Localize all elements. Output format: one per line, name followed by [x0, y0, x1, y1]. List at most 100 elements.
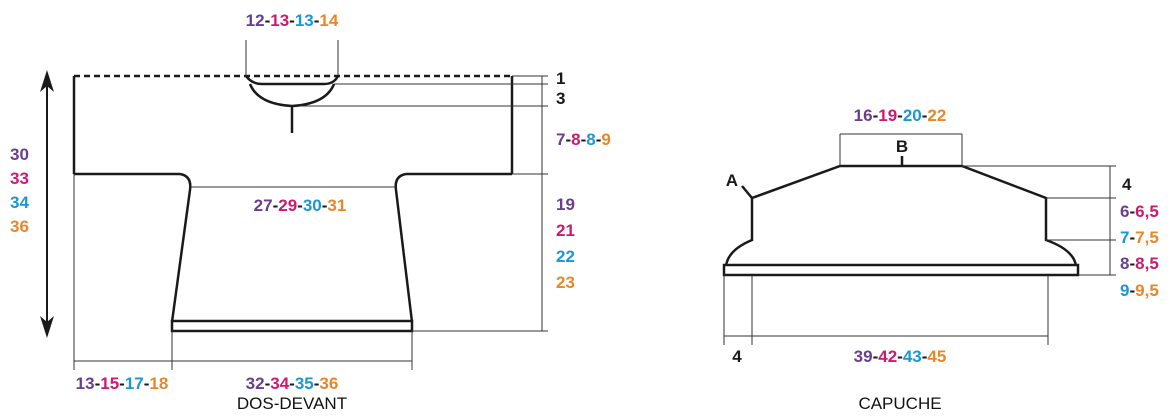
- hem-width-label-value: 36: [319, 374, 338, 393]
- total-length-label-value: 33: [10, 169, 29, 188]
- height-3-label-value: 7: [1120, 228, 1129, 247]
- body-height-label-value: 23: [556, 273, 575, 292]
- height-2-label: 6-6,5: [1120, 202, 1159, 221]
- capuche-guides: [723, 133, 1116, 345]
- bottom-width-label-value: 45: [927, 347, 946, 366]
- separator-dash: -: [897, 106, 903, 125]
- separator-dash: -: [922, 347, 928, 366]
- arrow-down-icon: [40, 316, 54, 338]
- body-height-label-value: 19: [556, 195, 575, 214]
- separator-dash: -: [297, 196, 303, 215]
- neck-width-label-value: 13: [270, 11, 289, 30]
- dos-devant-labels: 12-13-13-1427-29-30-3132-34-35-3613-15-1…: [10, 11, 611, 393]
- body-right-side: [394, 172, 414, 323]
- neck-width-label-value: 13: [295, 11, 314, 30]
- height-4-label-value: 8,5: [1135, 254, 1159, 273]
- armhole-height-label-value: 7: [556, 130, 565, 149]
- armhole-height-label-value: 8: [571, 130, 580, 149]
- separator-dash: -: [1129, 254, 1135, 273]
- top-width-label-value: 22: [927, 106, 946, 125]
- bottom-width-label: 39-42-43-45: [854, 347, 947, 366]
- height-5-label-value: 9: [1120, 281, 1129, 300]
- hem-band: [170, 319, 414, 333]
- separator-dash: -: [873, 347, 879, 366]
- neck-drop-front-label: 1: [556, 69, 565, 88]
- separator-dash: -: [565, 130, 571, 149]
- sleeve-width-label-value: 18: [149, 374, 168, 393]
- height-5-label-value: 9,5: [1135, 281, 1159, 300]
- arrow-up-icon: [40, 70, 54, 92]
- separator-dash: -: [581, 130, 587, 149]
- label-a: A: [726, 171, 738, 190]
- capuche-caption: CAPUCHE: [858, 394, 941, 413]
- dos-devant-schematic: [72, 74, 514, 333]
- height-4-label-value: 8: [1120, 254, 1129, 273]
- hem-width-label-value: 35: [295, 374, 314, 393]
- separator-dash: -: [289, 374, 295, 393]
- armhole-height-label-value: 8: [586, 130, 595, 149]
- armhole-height-label: 7-8-8-9: [556, 130, 611, 149]
- separator-dash: -: [596, 130, 602, 149]
- height-2-label-value: 6: [1120, 202, 1129, 221]
- dos-devant-guides: [46, 40, 548, 370]
- separator-dash: -: [95, 374, 101, 393]
- height-3-label-value: 7,5: [1135, 228, 1159, 247]
- separator-dash: -: [897, 347, 903, 366]
- neck-width-label-value: 12: [246, 11, 265, 30]
- armhole-height-label-value: 9: [601, 130, 610, 149]
- sleeve-width-label: 13-15-17-18: [76, 374, 169, 393]
- neck-drop-back-label: 3: [556, 89, 565, 108]
- hood-band: [722, 263, 1080, 277]
- hem-width-label-value: 32: [246, 374, 265, 393]
- separator-dash: -: [265, 374, 271, 393]
- total-length-label-value: 34: [10, 193, 29, 212]
- chest-width-label-value: 27: [254, 196, 273, 215]
- bottom-width-label-value: 42: [878, 347, 897, 366]
- separator-dash: -: [922, 106, 928, 125]
- separator-dash: -: [273, 196, 279, 215]
- body-height-label-value: 21: [556, 221, 575, 240]
- separator-dash: -: [314, 374, 320, 393]
- neck-width-label: 12-13-13-14: [246, 11, 339, 30]
- hem-width-label-value: 34: [270, 374, 289, 393]
- separator-dash: -: [314, 11, 320, 30]
- separator-dash: -: [1129, 281, 1135, 300]
- chest-width-label: 27-29-30-31: [254, 196, 347, 215]
- top-width-label-value: 20: [903, 106, 922, 125]
- top-width-label-value: 16: [854, 106, 873, 125]
- separator-dash: -: [144, 374, 150, 393]
- top-width-label-value: 19: [878, 106, 897, 125]
- point-a-tick: [741, 185, 753, 199]
- sleeve-width-label-value: 17: [125, 374, 144, 393]
- neckline-back: [248, 83, 336, 108]
- sleeve-width-label-value: 15: [100, 374, 119, 393]
- separator-dash: -: [1129, 228, 1135, 247]
- body-height-label-value: 22: [556, 247, 575, 266]
- chest-width-label-value: 30: [303, 196, 322, 215]
- height-top-label: 4: [1122, 175, 1132, 194]
- top-width-label: 16-19-20-22: [854, 106, 947, 125]
- height-2-label-value: 6,5: [1135, 202, 1159, 221]
- chest-width-label-value: 29: [278, 196, 297, 215]
- hem-width-label: 32-34-35-36: [246, 374, 339, 393]
- bottom-width-label-value: 39: [854, 347, 873, 366]
- hood-outline: [724, 164, 1078, 267]
- separator-dash: -: [1129, 202, 1135, 221]
- separator-dash: -: [322, 196, 328, 215]
- bottom-width-label-value: 43: [903, 347, 922, 366]
- chest-width-label-value: 31: [327, 196, 346, 215]
- separator-dash: -: [289, 11, 295, 30]
- height-3-label: 7-7,5: [1120, 228, 1159, 247]
- separator-dash: -: [873, 106, 879, 125]
- neckline-front: [245, 75, 340, 86]
- dos-devant-caption: DOS-DEVANT: [237, 394, 347, 413]
- height-5-label: 9-9,5: [1120, 281, 1159, 300]
- total-length-label-value: 30: [10, 145, 29, 164]
- label-b: B: [896, 137, 908, 156]
- capuche-labels: 16-19-20-2239-42-43-45446-6,57-7,58-8,59…: [732, 106, 1159, 366]
- capuche-schematic: [722, 156, 1080, 277]
- total-length-label-value: 36: [10, 217, 29, 236]
- separator-dash: -: [265, 11, 271, 30]
- height-4-label: 8-8,5: [1120, 254, 1159, 273]
